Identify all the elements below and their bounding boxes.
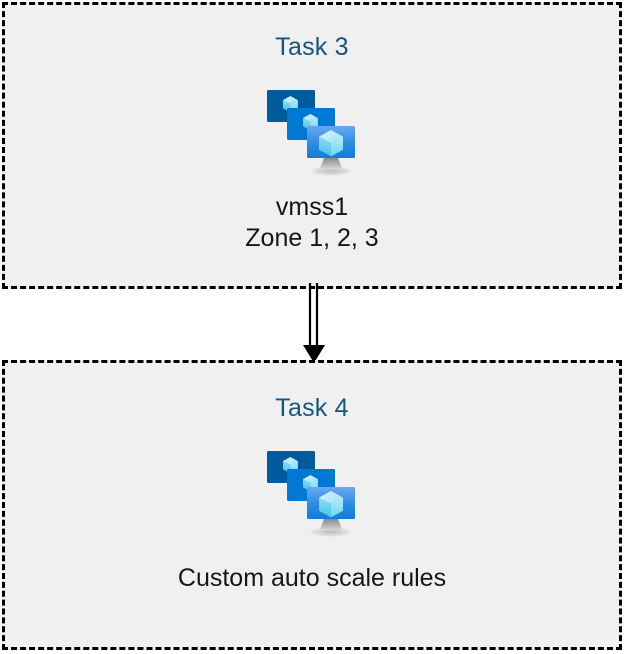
- task-box-task-3[interactable]: Task 3: [2, 2, 622, 289]
- task-3-title: Task 3: [275, 33, 349, 61]
- vmss-base-shadow: [309, 527, 353, 537]
- connector-task3-to-task4: [303, 283, 325, 363]
- task-3-caption: vmss1 Zone 1, 2, 3: [245, 193, 379, 252]
- vmss-base-shadow: [309, 166, 353, 176]
- task-box-task-4[interactable]: Task 4: [2, 360, 622, 650]
- azure-vm-scale-set-icon: [267, 451, 355, 537]
- task-4-caption: Custom auto scale rules: [177, 564, 447, 592]
- vmss-stand: [320, 519, 342, 529]
- azure-vm-scale-set-icon: [267, 90, 355, 176]
- vmss-monitor-front: [307, 487, 355, 519]
- connector-arrowhead-icon: [303, 345, 325, 363]
- vmss-stand: [320, 158, 342, 168]
- vmss-monitor-front: [307, 126, 355, 158]
- task-4-title: Task 4: [275, 394, 349, 422]
